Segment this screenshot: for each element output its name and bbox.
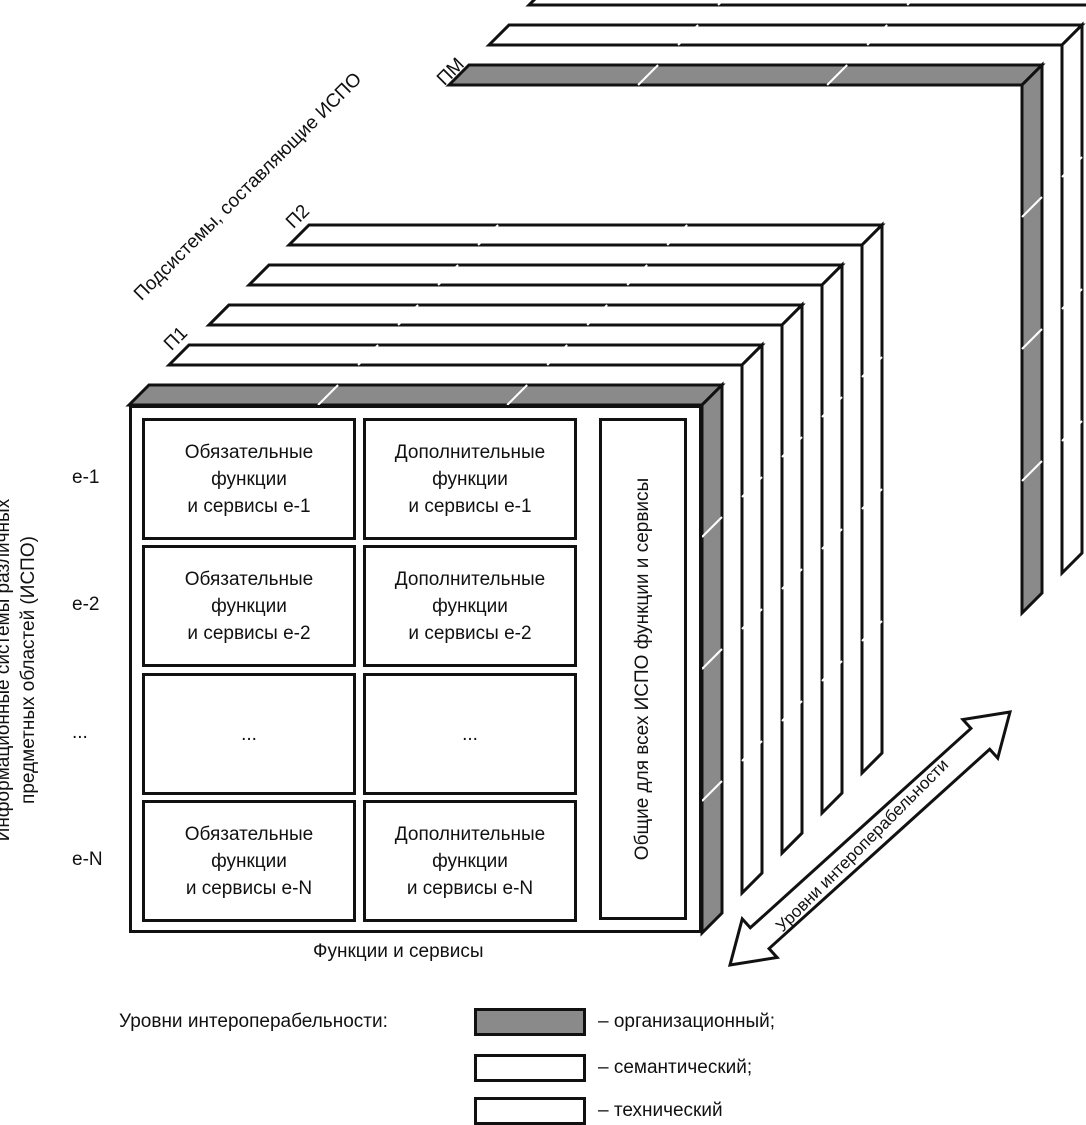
- slab-g3-semantic-side-cut: [1061, 420, 1083, 442]
- slab-g1-technical-side-cut: [781, 568, 803, 590]
- vertical-axis-title-line2: предметных областей (ИСПО): [18, 536, 39, 804]
- slab-g2-semantic-side-cut: [821, 528, 843, 550]
- slab-g2-technical-top-cut: [666, 224, 688, 246]
- slab-g1-semantic-side-cut: [741, 476, 763, 498]
- x-axis-label: Функции и сервисы: [313, 941, 484, 962]
- slab-g1-technical-top: [205, 303, 806, 327]
- slab-g1-semantic-top-cut: [546, 344, 568, 366]
- cell-text-line: Обязательные: [184, 568, 314, 590]
- slab-g1-technical-top-cut: [397, 304, 419, 326]
- cell-text-line: Дополнительные: [394, 441, 546, 463]
- slab-g2-semantic-side-cut: [821, 396, 843, 418]
- slab-g1-organizational-side-cut: [701, 516, 723, 538]
- slab-g2-semantic-side-cut: [821, 660, 843, 682]
- levels-arrow: [727, 710, 1013, 967]
- slab-g1-organizational-top: [125, 383, 726, 407]
- legend-text-organizational: – организационный;: [598, 1011, 776, 1032]
- slab-g1-organizational-top-cut: [317, 384, 339, 406]
- legend-swatch-semantic: [474, 1054, 586, 1082]
- slab-g2-technical-side-cut: [861, 356, 883, 378]
- cell-text-line: и сервисы e-N: [406, 877, 534, 899]
- cell-text-line: Дополнительные: [394, 568, 546, 590]
- row-label: e-1: [72, 467, 100, 488]
- cell-text-line: функции: [211, 595, 287, 617]
- legend-swatch-organizational: [474, 1008, 586, 1036]
- slab-g1-organizational-side-cut: [701, 780, 723, 802]
- cell-text-line: ...: [241, 723, 257, 745]
- slab-g3-technical-top-cut: [717, 0, 725, 6]
- slab-g3-semantic-top-cut: [677, 24, 699, 46]
- double-arrow-shape: [727, 710, 1013, 967]
- slab-g2-technical-side-cut: [861, 488, 883, 510]
- cell-text-line: функции: [432, 595, 508, 617]
- cell-text-line: функции: [432, 850, 508, 872]
- cell-text-line: и сервисы e-1: [187, 495, 311, 517]
- slab-g3-semantic-side-cut: [1061, 288, 1083, 310]
- additional-functions-cell-row-2: Дополнительные функции и сервисы e-2: [363, 545, 577, 667]
- additional-functions-cell-row-1: Дополнительные функции и сервисы e-1: [363, 418, 577, 540]
- legend-text-technical: – технический: [598, 1100, 723, 1121]
- layer-slabs: [125, 0, 1086, 937]
- cell-text-line: функции: [432, 468, 508, 490]
- cell-text-line: функции: [211, 850, 287, 872]
- cell-text-line: и сервисы e-2: [187, 622, 311, 644]
- common-functions-label: Общие для всех ИСПО функции и сервисы: [632, 477, 653, 861]
- additional-functions-cell-row-3: ...: [363, 673, 577, 795]
- cell-text-line: Обязательные: [184, 441, 314, 463]
- slab-g2-semantic-top-cut: [437, 264, 459, 286]
- slab-g1-organizational-side-cut: [701, 648, 723, 670]
- slab-g3-organizational-side-cut: [1021, 196, 1043, 218]
- slab-g2-semantic-top: [245, 263, 846, 287]
- cell-text-line: ...: [462, 723, 478, 745]
- slab-g2-technical-side-cut: [861, 620, 883, 642]
- row-label: e-2: [72, 594, 100, 615]
- slab-g1-technical-side-cut: [781, 700, 803, 722]
- slab-g1-semantic-side-cut: [741, 740, 763, 762]
- vertical-axis-title-line1: Информационные системы различных: [0, 498, 14, 842]
- legend-swatch-technical: [474, 1097, 586, 1125]
- slab-g3-organizational-side-cut: [1021, 328, 1043, 350]
- row-label: ...: [72, 722, 88, 743]
- slab-g3-technical-top-cut: [906, 0, 914, 6]
- slab-g3-organizational-top-cut: [637, 64, 659, 86]
- additional-functions-cell-row-4: Дополнительные функции и сервисы e-N: [363, 800, 577, 922]
- slab-g1-semantic-top: [165, 343, 766, 367]
- legend-text-semantic: – семантический;: [598, 1057, 753, 1078]
- mandatory-functions-cell-row-3: ...: [142, 673, 356, 795]
- slab-g1-technical-top-cut: [586, 304, 608, 326]
- cell-text-line: и сервисы e-1: [408, 495, 532, 517]
- slab-g2-technical-top: [285, 223, 886, 247]
- slab-g3-organizational-side-cut: [1021, 460, 1043, 482]
- slab-g1-semantic-side-cut: [741, 608, 763, 630]
- mandatory-functions-cell-row-2: Обязательные функции и сервисы e-2: [142, 545, 356, 667]
- slab-g1-organizational-top-cut: [506, 384, 528, 406]
- slab-g2-technical-top-cut: [477, 224, 499, 246]
- cell-text-line: и сервисы e-2: [408, 622, 532, 644]
- cell-text-line: и сервисы e-N: [185, 877, 313, 899]
- slab-g3-organizational-top: [445, 63, 1046, 87]
- slab-g1-technical-side-cut: [781, 436, 803, 458]
- slab-g3-technical-top: [525, 0, 1086, 7]
- slab-g3-semantic-top: [485, 23, 1086, 47]
- mandatory-functions-cell-row-4: Обязательные функции и сервисы e-N: [142, 800, 356, 922]
- common-functions-box: Общие для всех ИСПО функции и сервисы: [599, 418, 687, 920]
- cell-text-line: Обязательные: [184, 823, 314, 845]
- slab-g1-semantic-top-cut: [357, 344, 379, 366]
- cell-text-line: Дополнительные: [394, 823, 546, 845]
- row-label: e-N: [72, 849, 103, 870]
- slab-g3-organizational-top-cut: [826, 64, 848, 86]
- mandatory-functions-cell-row-1: Обязательные функции и сервисы e-1: [142, 418, 356, 540]
- cell-text-line: функции: [211, 468, 287, 490]
- slab-g2-semantic-top-cut: [626, 264, 648, 286]
- slab-g3-semantic-side-cut: [1061, 156, 1083, 178]
- legend-title: Уровни интероперабельности:: [119, 1011, 388, 1032]
- slab-g3-semantic-top-cut: [866, 24, 888, 46]
